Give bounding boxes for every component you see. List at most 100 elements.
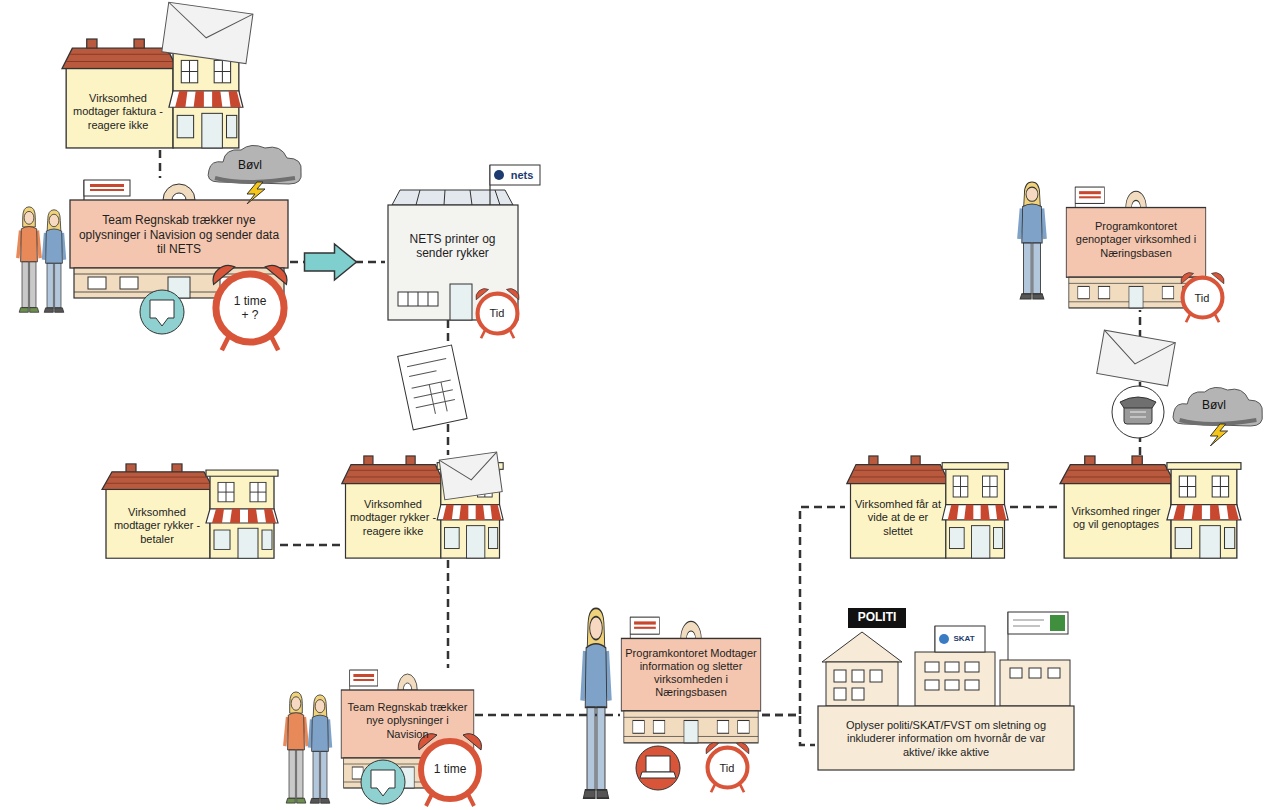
illustration-part (852, 670, 864, 682)
illustration-part (439, 452, 500, 484)
illustration-part (935, 626, 985, 652)
process-node: Programkontoret genoptager virksomhed i … (1065, 185, 1207, 310)
illustration-part (419, 734, 482, 806)
illustration-part (44, 210, 65, 313)
illustration-part (925, 662, 939, 672)
process-node: Virksomhed får at vide at de er slettet (845, 455, 1010, 560)
illustration-part (1029, 668, 1041, 678)
connector-line (159, 150, 162, 178)
illustration-part (706, 743, 749, 793)
illustration-part (1010, 668, 1022, 678)
authority-buildings (818, 608, 1074, 770)
node-text: Virksomhed ringer og vil genoptages (1066, 505, 1166, 531)
illustration-part (1100, 330, 1176, 370)
illustration-part (310, 695, 331, 803)
clock-time: 1 time (425, 763, 475, 777)
illustration-part (915, 652, 995, 706)
illustration-part (965, 680, 979, 690)
dashed-connector (280, 545, 340, 546)
connector-line (762, 715, 815, 745)
illustration-part (822, 632, 902, 662)
illustration-part (834, 688, 846, 700)
process-node: Virksomhed modtager rykker -reagere ikke (340, 455, 505, 560)
node-text: Team Regnskab trækker nye oplysninger i … (345, 701, 470, 741)
illustration-part (398, 345, 467, 430)
illustration-part (1013, 620, 1044, 626)
illustration-part (439, 452, 502, 500)
illustration-part (1181, 273, 1224, 323)
node-text: Programkontoret Modtager information og … (625, 647, 757, 700)
illustration-part (826, 662, 898, 706)
illustration-part (162, 2, 253, 63)
logo-text: SKAT (946, 634, 982, 643)
illustration-part (1120, 397, 1156, 408)
dashed-connector (448, 560, 449, 668)
illustration-part (450, 284, 472, 320)
illustration-part (939, 634, 949, 644)
node-text: Virksomhed modtager rykker - betaler (108, 506, 206, 546)
illustration-part (636, 746, 680, 790)
illustration-part (1097, 330, 1176, 386)
block-arrowhead (305, 244, 357, 280)
illustration-part (208, 145, 301, 204)
clock-time: Tid (712, 762, 742, 775)
dashed-connector (160, 150, 161, 178)
phone-icon (1112, 386, 1164, 438)
process-node: Oplyser politi/SKAT/FVST om sletning og … (815, 608, 1077, 770)
clock-time: Tid (482, 307, 512, 320)
illustration-part (361, 760, 405, 804)
reminder-paper (398, 345, 467, 430)
trouble-label: Bøvl (220, 159, 280, 173)
illustration-part (407, 358, 457, 417)
illustration-part (621, 617, 760, 743)
illustration-part (945, 680, 959, 690)
illustration-part (848, 608, 906, 628)
node-text: Oplyser politi/SKAT/FVST om sletning og … (835, 719, 1057, 759)
connector-line (447, 560, 450, 668)
illustration-part (416, 190, 500, 205)
logo-text: nets (506, 169, 538, 182)
dashed-connector (290, 244, 385, 280)
illustration-part (285, 692, 307, 803)
illustration-part (140, 290, 184, 334)
envelope (162, 2, 1175, 499)
illustration-part (476, 289, 519, 339)
illustration-part (1000, 660, 1070, 706)
node-text: Team Regnskab trækker nye oplysninger i … (76, 213, 282, 256)
logo-text: POLITI (849, 611, 905, 625)
illustration-part (371, 770, 395, 796)
illustration-part (583, 608, 610, 798)
process-node: Virksomhed modtager rykker - betaler (100, 463, 280, 560)
illustration-part (1130, 412, 1146, 417)
illustration-part (852, 688, 864, 700)
illustration-part (490, 165, 540, 185)
illustration-part (870, 670, 882, 682)
illustration-part (1050, 615, 1065, 631)
process-node: Virksomhed ringer og vil genoptages (1058, 455, 1243, 560)
laptop-icon (636, 746, 680, 790)
trouble-cloud (208, 145, 1262, 446)
illustration-part (150, 300, 174, 326)
illustration-part (1097, 330, 1176, 386)
illustration-part (834, 670, 846, 682)
process-node: Virksomhed modtager faktura - reagere ik… (60, 38, 245, 150)
illustration-part (162, 2, 253, 63)
node-text: Virksomhed modtager faktura - reagere ik… (68, 92, 168, 132)
connector-line (280, 544, 340, 547)
process-node: Team Regnskab trækker nye oplysninger i … (68, 178, 290, 300)
agency-building (70, 180, 1206, 788)
illustration-part (392, 190, 513, 205)
illustration-part (494, 170, 504, 180)
dashed-connector (762, 715, 815, 745)
clock-time: Tid (1187, 292, 1217, 305)
illustration-part (965, 662, 979, 672)
clock-time: 1 time + ? (231, 295, 269, 323)
alarm-clock (213, 265, 1224, 806)
process-node: NETS printer og sender rykker (385, 190, 520, 320)
illustration-part (1173, 387, 1262, 446)
process-node: Programkontoret Modtager information og … (620, 615, 762, 745)
illustration-part (1112, 386, 1164, 438)
illustration-part (1060, 456, 1241, 558)
